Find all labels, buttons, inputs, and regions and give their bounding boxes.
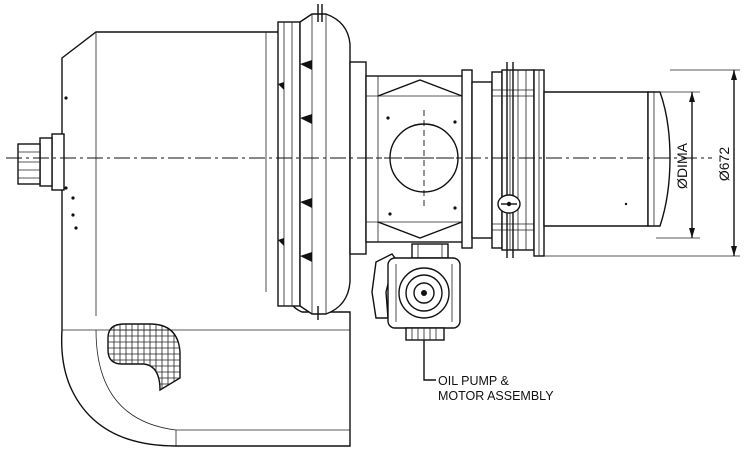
air-intake-grille [107,323,181,392]
callout-line-2: MOTOR ASSEMBLY [438,389,554,403]
blast-tube [543,91,671,227]
mounting-flange [277,4,351,320]
dimension-dima: ØDIMA [656,91,700,239]
motor-shaft-end [17,133,65,191]
diameter-672-label: Ø672 [716,147,732,181]
oil-pump-motor [371,243,461,341]
dima-label: ØDIMA [674,142,690,189]
clamp-ring [471,62,535,258]
oil-pump-callout: OIL PUMP & MOTOR ASSEMBLY [423,340,554,403]
callout-line-1: OIL PUMP & [438,374,510,388]
front-plate [533,69,545,257]
dimension-672: Ø672 [544,69,740,257]
